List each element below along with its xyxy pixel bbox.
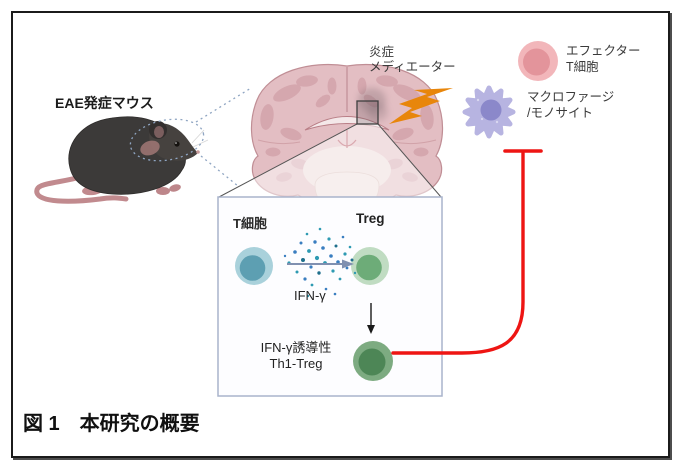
mouse-whiskers bbox=[191, 129, 209, 148]
inset-indicator-square bbox=[356, 100, 379, 125]
lightning-bolt-icon bbox=[389, 88, 453, 124]
macrophage-monocyte-label: マクロファージ /モノサイト bbox=[527, 90, 615, 120]
dotted-connector-lines bbox=[195, 87, 252, 187]
ifn-gamma-dots bbox=[283, 227, 357, 298]
brain-sulci bbox=[257, 139, 437, 145]
magnifier-dotted-circle bbox=[129, 118, 205, 162]
differentiation-arrow bbox=[367, 303, 375, 334]
inflammation-mediator-label: 炎症 メディエーター bbox=[369, 45, 456, 75]
figure-caption: 図 1 本研究の概要 bbox=[23, 413, 200, 435]
brain-ventricle bbox=[304, 116, 390, 131]
mouse-tail bbox=[34, 173, 129, 204]
ifn-gamma-label: IFN-γ bbox=[294, 288, 326, 303]
treg-label: Treg bbox=[356, 211, 385, 226]
eae-mouse-label: EAE発症マウス bbox=[55, 95, 154, 111]
mouse-neck-patch bbox=[140, 140, 160, 156]
figure-frame bbox=[11, 11, 670, 458]
mouse-ear-inner bbox=[154, 126, 164, 138]
th1-treg-circle bbox=[353, 341, 393, 381]
effector-t-cell-label: エフェクター T細胞 bbox=[566, 44, 641, 74]
macrophage-icon bbox=[462, 85, 516, 139]
inset-projection-lines bbox=[218, 123, 442, 198]
effector-t-cell-icon bbox=[518, 41, 558, 81]
mouse-front-paw bbox=[156, 187, 170, 195]
mouse-eye-glint bbox=[175, 142, 177, 144]
mouse-nose bbox=[196, 150, 200, 154]
inset-box bbox=[217, 196, 443, 397]
mouse-illustration bbox=[34, 116, 209, 204]
inhibition-line bbox=[391, 149, 543, 355]
ifn-gamma-arrow bbox=[287, 259, 354, 269]
treg-circle bbox=[351, 247, 389, 285]
mouse-eye bbox=[174, 141, 180, 147]
t-cell-label: T細胞 bbox=[233, 216, 267, 231]
t-cell-circle bbox=[235, 247, 273, 285]
th1-treg-label: IFN-γ誘導性 Th1-Treg bbox=[260, 340, 332, 372]
mouse-front-paw bbox=[169, 184, 181, 192]
